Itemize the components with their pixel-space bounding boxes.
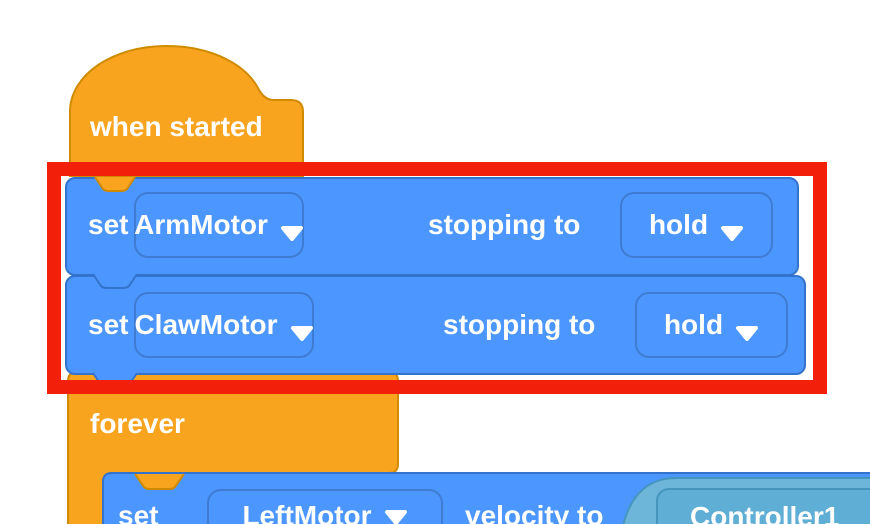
dropdown-caret-icon <box>290 318 314 341</box>
brake-mode-dropdown-2-value: hold <box>663 309 724 340</box>
controller-dropdown-field[interactable] <box>656 488 870 524</box>
controller-value-label: Controller1 <box>690 501 840 524</box>
stopping-to-label-2: stopping to <box>443 309 596 340</box>
set-label-3: set <box>118 500 159 524</box>
motor-dropdown-1[interactable]: ArmMotor <box>134 192 304 258</box>
block1-connector-tab <box>92 273 138 289</box>
set-label-1: set <box>88 209 129 240</box>
stopping-to-label-1: stopping to <box>428 209 581 240</box>
dropdown-caret-icon <box>735 318 759 341</box>
motor-dropdown-3[interactable]: LeftMotor <box>207 489 443 524</box>
hat-connector-tab <box>94 176 136 192</box>
forever-label: forever <box>90 408 185 439</box>
brake-mode-dropdown-1[interactable]: hold <box>620 192 773 258</box>
red-highlight-rectangle <box>47 162 827 394</box>
dropdown-caret-icon <box>720 218 744 241</box>
brake-mode-dropdown-1-value: hold <box>648 209 709 240</box>
when-started-block[interactable] <box>69 44 304 177</box>
motor-dropdown-1-value: ArmMotor <box>134 209 268 240</box>
motor-dropdown-3-value: LeftMotor <box>242 500 372 524</box>
set-stopping-block-2[interactable] <box>65 275 806 375</box>
dropdown-caret-icon <box>280 218 304 241</box>
motor-dropdown-2[interactable]: ClawMotor <box>134 292 314 358</box>
dropdown-caret-icon <box>384 502 408 524</box>
motor-dropdown-2-value: ClawMotor <box>134 309 278 340</box>
brake-mode-dropdown-2[interactable]: hold <box>635 292 788 358</box>
when-started-label: when started <box>90 111 263 142</box>
forever-mouth-tab <box>134 473 185 490</box>
velocity-to-label: velocity to <box>465 500 604 524</box>
set-label-2: set <box>88 309 129 340</box>
